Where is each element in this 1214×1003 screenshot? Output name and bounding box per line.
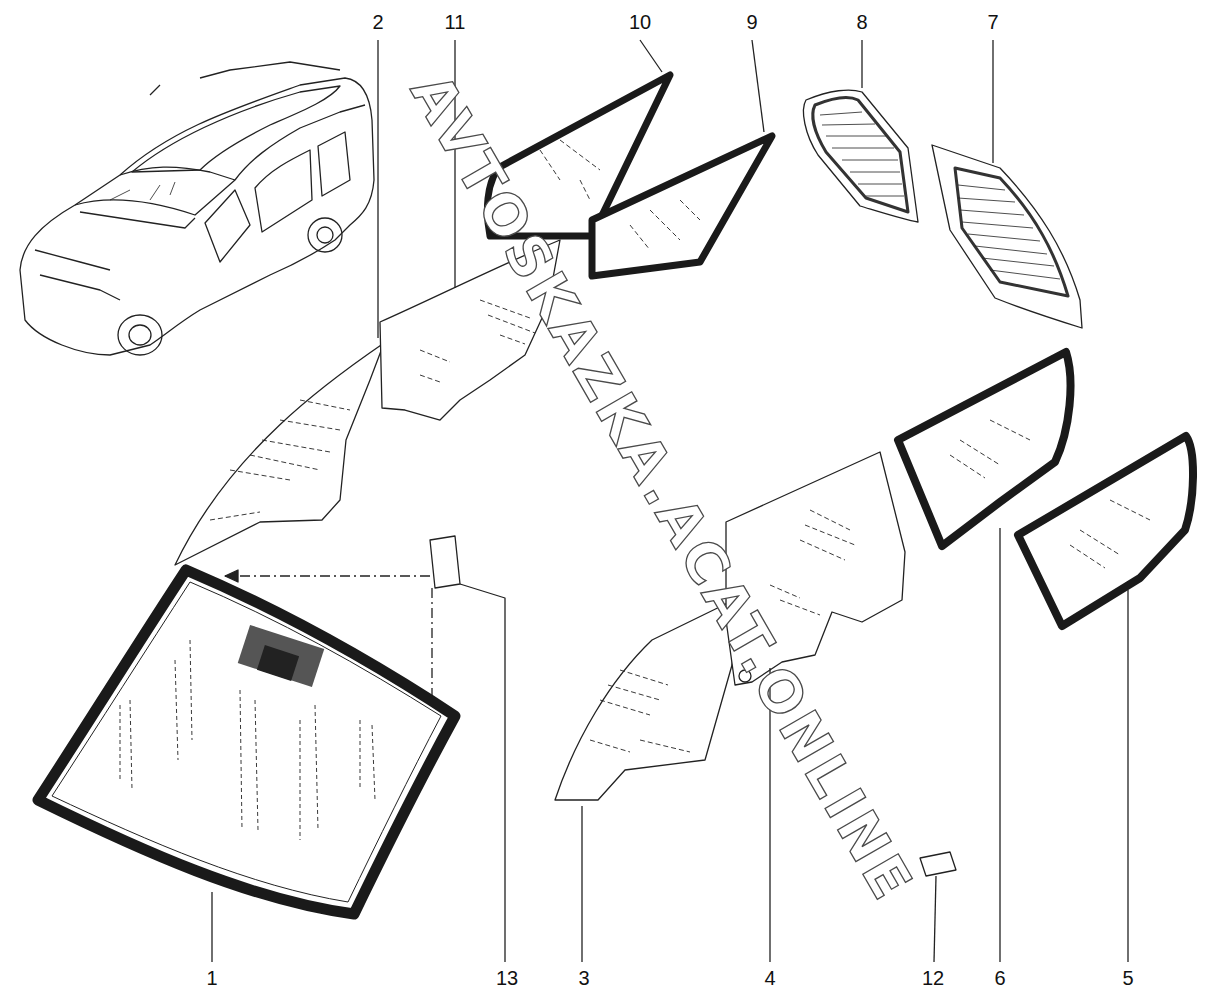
callout-number: 12: [922, 968, 944, 988]
callout-number: 10: [629, 12, 651, 32]
callout-number: 8: [856, 12, 867, 32]
callout-number: 11: [445, 12, 466, 32]
callout-number: 6: [994, 968, 1005, 988]
car-sketch: [20, 62, 374, 355]
callout-number: 13: [496, 968, 518, 988]
watermark: AVTOSKAZKA.ACAT.ONLINE: [402, 65, 922, 910]
callout-number: 4: [764, 968, 775, 988]
callout-number: 3: [578, 968, 589, 988]
callout-number: 5: [1122, 968, 1133, 988]
callout-number: 2: [372, 12, 383, 32]
callout-number: 9: [746, 12, 757, 32]
callout-number: 7: [987, 12, 998, 32]
callout-number: 1: [206, 968, 217, 988]
